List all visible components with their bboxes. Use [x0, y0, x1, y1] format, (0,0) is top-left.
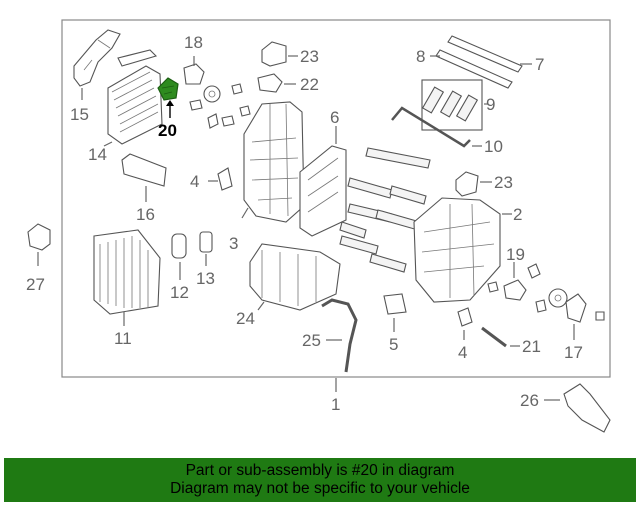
- callout-10: 10: [484, 137, 503, 156]
- parts-diagram: 1 2 3 4 4 5 6 7 8 9 10 11 12 13 14 15 16…: [26, 19, 611, 433]
- callout-4b: 4: [458, 343, 467, 362]
- callout-15: 15: [70, 105, 89, 124]
- callout-12: 12: [170, 283, 189, 302]
- part-5: [383, 293, 407, 315]
- callout-20-highlighted: 20: [158, 121, 177, 140]
- part-4b: [457, 307, 473, 327]
- part-21: [481, 326, 507, 348]
- callout-6: 6: [330, 108, 339, 127]
- callout-23b: 23: [494, 173, 513, 192]
- part-24: [249, 243, 341, 311]
- part-4a: [217, 167, 233, 191]
- callout-27: 27: [26, 275, 45, 294]
- part-22: [257, 73, 283, 93]
- callout-2: 2: [513, 205, 522, 224]
- part-10: [391, 106, 471, 148]
- callout-1: 1: [331, 395, 340, 414]
- part-8: [435, 49, 513, 89]
- part-27: [27, 223, 51, 251]
- callout-3: 3: [229, 234, 238, 253]
- callout-24: 24: [236, 309, 255, 328]
- callout-26: 26: [520, 391, 539, 410]
- callout-14: 14: [88, 145, 107, 164]
- part-23a: [261, 41, 287, 67]
- diagram-frame: [61, 19, 611, 378]
- small-parts-cluster: [189, 83, 251, 129]
- part-17: [565, 293, 587, 323]
- callout-23a: 23: [300, 47, 319, 66]
- callout-21: 21: [522, 337, 541, 356]
- callout-8: 8: [416, 47, 425, 66]
- part-20-highlighted: [157, 77, 179, 101]
- part-23b: [455, 171, 479, 197]
- callout-4a: 4: [190, 172, 199, 191]
- callout-25: 25: [302, 331, 321, 350]
- small-parts-right: [487, 263, 605, 321]
- callout-22: 22: [300, 75, 319, 94]
- part-9: [421, 79, 483, 131]
- banner-line-2: Diagram may not be specific to your vehi…: [170, 480, 470, 497]
- callout-18: 18: [184, 33, 203, 52]
- notice-banner: Part or sub-assembly is #20 in diagram D…: [4, 458, 636, 502]
- part-14: [107, 65, 163, 145]
- part-18: [183, 63, 205, 85]
- part-25: [321, 298, 358, 373]
- part-6: [299, 145, 347, 237]
- banner-line-1: Part or sub-assembly is #20 in diagram: [185, 462, 455, 479]
- callout-9: 9: [486, 95, 495, 114]
- part-13: [199, 231, 213, 253]
- callout-5: 5: [389, 335, 398, 354]
- part-2: [413, 197, 501, 303]
- part-16: [121, 153, 167, 187]
- part-11: [93, 229, 161, 315]
- part-3: [243, 101, 305, 223]
- callout-17: 17: [564, 343, 583, 362]
- leader-lines: [37, 55, 575, 401]
- callout-16: 16: [136, 205, 155, 224]
- part-15: [73, 29, 158, 87]
- callout-19: 19: [506, 245, 525, 264]
- callout-7: 7: [535, 55, 544, 74]
- part-12: [171, 233, 187, 259]
- part-26: [563, 383, 611, 433]
- part-19: [503, 279, 527, 301]
- callout-13: 13: [196, 269, 215, 288]
- part-7: [447, 35, 523, 73]
- callout-11: 11: [114, 329, 132, 348]
